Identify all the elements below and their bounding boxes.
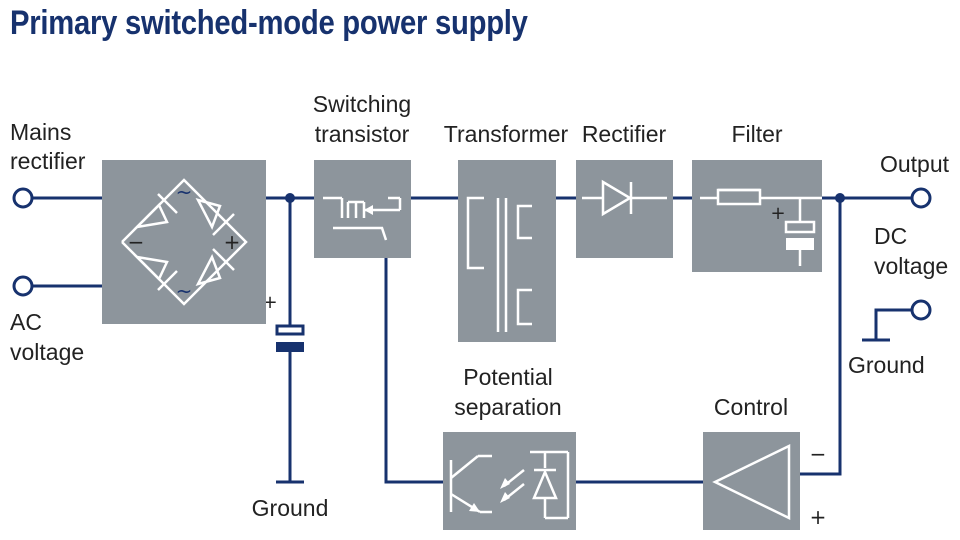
input-capacitor: +: [262, 292, 305, 352]
bridge-rectifier-block: ~ ~ − +: [102, 160, 266, 324]
label-ground-right: Ground: [848, 352, 925, 378]
potential-separation-block: [443, 432, 576, 530]
label-switching-transistor-line2: transistor: [315, 121, 410, 147]
op-amp-icon: [712, 444, 791, 520]
ac-terminal: [12, 275, 34, 297]
diode-icon: [582, 179, 667, 217]
control-plus-sign: +: [810, 505, 827, 529]
lc-filter-icon: [700, 188, 822, 266]
feedback-sense-wire: [800, 198, 842, 476]
label-filter: Filter: [731, 121, 782, 147]
transformer-block: [458, 160, 556, 342]
wiring: [32, 196, 912, 484]
label-mains-rectifier-line1: Mains: [10, 119, 71, 145]
filter-plus-sign: +: [770, 203, 785, 224]
switching-transistor-block: [314, 160, 411, 258]
label-ground-bottom: Ground: [252, 495, 329, 521]
label-ac-voltage-line2: voltage: [10, 339, 84, 365]
page-title: Primary switched-mode power supply: [10, 4, 528, 42]
label-ac-voltage-line1: AC: [10, 309, 42, 335]
label-potential-separation-line2: separation: [454, 394, 561, 420]
bridge-diodes-icon: [121, 178, 248, 306]
label-output: Output: [880, 151, 950, 177]
mosfet-icon: [323, 196, 402, 241]
control-block: − +: [703, 432, 826, 530]
junction-dot-output: [835, 193, 845, 203]
bridge-ac-sign-bottom: ~: [176, 279, 193, 303]
label-switching-transistor-line1: Switching: [313, 91, 411, 117]
mains-terminal: [12, 187, 34, 209]
bridge-minus-sign: −: [128, 230, 145, 254]
transformer-windings-icon: [466, 196, 532, 332]
control-minus-sign: −: [810, 442, 827, 466]
label-potential-separation-line1: Potential: [463, 364, 553, 390]
filter-block: +: [692, 160, 822, 272]
output-terminal: [910, 187, 932, 209]
label-rectifier: Rectifier: [582, 121, 667, 147]
label-mains-rectifier-line2: rectifier: [10, 148, 86, 174]
label-dc-voltage-line2: voltage: [874, 253, 948, 279]
label-dc-voltage-line1: DC: [874, 223, 907, 249]
rectifier-block: [576, 160, 673, 258]
capacitor-plus-sign: +: [262, 292, 277, 313]
bridge-plus-sign: +: [224, 230, 241, 254]
optocoupler-icon: [449, 450, 570, 520]
label-transformer: Transformer: [444, 121, 569, 147]
label-control: Control: [714, 394, 788, 420]
ground-terminal: [910, 299, 932, 321]
transistor-drive-wire: [384, 258, 443, 484]
ground-right-wire: [874, 308, 912, 340]
bridge-ac-sign-top: ~: [176, 180, 193, 204]
junction-dot-dc-bus: [285, 193, 295, 203]
